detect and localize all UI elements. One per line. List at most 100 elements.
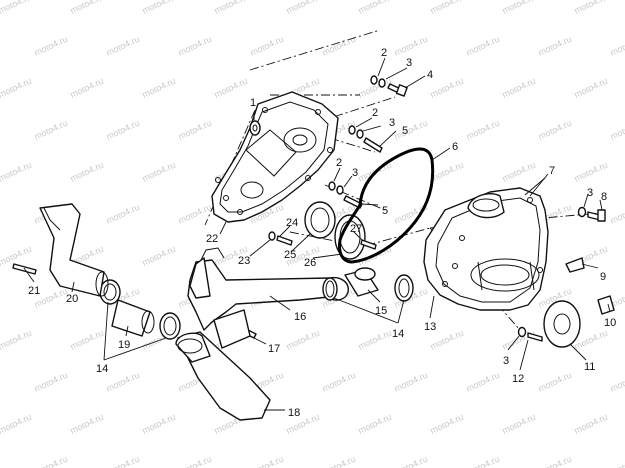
watermark-text: moto4.ru	[573, 412, 609, 436]
watermark-text: moto4.ru	[177, 34, 213, 58]
callout-14-left: 14	[96, 363, 108, 375]
watermark-text: moto4.ru	[141, 76, 177, 100]
callout-3-right: 3	[587, 187, 593, 199]
callout-24: 24	[286, 217, 298, 229]
outlet-duct-18	[175, 331, 271, 421]
bolt-12-with-washer	[517, 326, 543, 342]
screw-17	[213, 309, 257, 349]
callout-20: 20	[66, 293, 78, 305]
watermark-text: moto4.ru	[249, 454, 285, 468]
plate-10	[597, 295, 615, 315]
callout-25: 25	[284, 249, 296, 261]
watermark-text: moto4.ru	[69, 76, 105, 100]
leader-lines	[23, 57, 611, 411]
watermark-text: moto4.ru	[465, 118, 501, 142]
fastener-8-with-washer	[577, 206, 606, 222]
callout-18: 18	[288, 407, 300, 419]
watermark-text: moto4.ru	[321, 34, 357, 58]
callout-2-top: 2	[381, 47, 387, 59]
inner-clutch-cover-22	[211, 91, 339, 223]
screw-27	[360, 239, 377, 250]
callout-19: 19	[118, 339, 130, 351]
watermark-text: moto4.ru	[69, 160, 105, 184]
callout-17: 17	[268, 343, 280, 355]
watermark-text: moto4.ru	[213, 0, 249, 16]
watermark-text: moto4.ru	[0, 160, 33, 184]
outer-clutch-cover-13	[423, 187, 549, 311]
watermark-text: moto4.ru	[573, 76, 609, 100]
watermark-text: moto4.ru	[573, 0, 609, 16]
clamp-14-d	[159, 312, 181, 340]
watermark-text: moto4.ru	[33, 34, 69, 58]
callout-8: 8	[601, 191, 607, 203]
watermark-text: moto4.ru	[141, 244, 177, 268]
watermark-text: moto4.ru	[321, 370, 357, 394]
callout-labels: 1 2 3 4 2 3 5 2 3 5 6 7 3 8 9 10 11 12 3…	[28, 47, 616, 419]
watermark-text: moto4.ru	[357, 0, 393, 16]
watermark-text: moto4.ru	[429, 76, 465, 100]
fastener-stack-lower	[328, 181, 363, 209]
callout-16: 16	[294, 311, 306, 323]
watermark-text: moto4.ru	[465, 370, 501, 394]
watermark-text: moto4.ru	[609, 370, 625, 394]
watermark-text: moto4.ru	[393, 370, 429, 394]
callout-22: 22	[206, 233, 218, 245]
watermark-text: moto4.ru	[105, 34, 141, 58]
callout-5-upper: 5	[402, 125, 408, 137]
callout-1: 1	[250, 97, 256, 109]
watermark-text: moto4.ru	[249, 34, 285, 58]
watermark-text: moto4.ru	[393, 454, 429, 468]
watermark-text: moto4.ru	[0, 76, 33, 100]
watermark-text: moto4.ru	[537, 454, 573, 468]
watermark-text: moto4.ru	[501, 412, 537, 436]
callout-3-top: 3	[406, 57, 412, 69]
watermark-text: moto4.ru	[465, 454, 501, 468]
watermark-text: moto4.ru	[105, 202, 141, 226]
watermark-text: moto4.ru	[573, 160, 609, 184]
coupler-19	[111, 299, 155, 337]
callout-2-lower: 2	[336, 157, 342, 169]
clamp-14-b	[394, 274, 414, 302]
watermark-text: moto4.ru	[501, 160, 537, 184]
watermark-text: moto4.ru	[141, 0, 177, 16]
watermark-text: moto4.ru	[177, 202, 213, 226]
sleeve-15	[344, 267, 379, 297]
watermark-text: moto4.ru	[33, 118, 69, 142]
watermark-text: moto4.ru	[105, 454, 141, 468]
drive-belt-6	[338, 147, 435, 264]
callout-26: 26	[304, 257, 316, 269]
watermark-text: moto4.ru	[141, 412, 177, 436]
clip-9	[565, 257, 585, 273]
washer-1	[249, 120, 261, 136]
watermark-text: moto4.ru	[69, 328, 105, 352]
callout-15: 15	[375, 305, 387, 317]
watermark-text: moto4.ru	[501, 0, 537, 16]
watermark-text: moto4.ru	[0, 0, 33, 16]
watermark-text: moto4.ru	[357, 412, 393, 436]
watermark-text: moto4.ru	[609, 202, 625, 226]
watermark-text: moto4.ru	[285, 0, 321, 16]
callout-6: 6	[452, 141, 458, 153]
watermark-text: moto4.ru	[177, 118, 213, 142]
watermark-text: moto4.ru	[537, 370, 573, 394]
watermark-text: moto4.ru	[429, 412, 465, 436]
watermark-text: moto4.ru	[357, 328, 393, 352]
callout-5-lower: 5	[382, 205, 388, 217]
watermark-text: moto4.ru	[321, 454, 357, 468]
watermark-text: moto4.ru	[177, 454, 213, 468]
watermark-text: moto4.ru	[285, 328, 321, 352]
watermark-text: moto4.ru	[0, 412, 33, 436]
watermark-text: moto4.ru	[141, 160, 177, 184]
watermark-text: moto4.ru	[33, 454, 69, 468]
callout-23: 23	[238, 255, 250, 267]
watermark-text: moto4.ru	[0, 328, 33, 352]
watermark-text: moto4.ru	[609, 34, 625, 58]
watermark-text: moto4.ru	[465, 34, 501, 58]
watermark-text: moto4.ru	[429, 0, 465, 16]
callout-11: 11	[584, 361, 595, 373]
callout-9: 9	[600, 271, 606, 283]
seal-25	[304, 201, 336, 239]
callout-27: 27	[350, 223, 362, 235]
